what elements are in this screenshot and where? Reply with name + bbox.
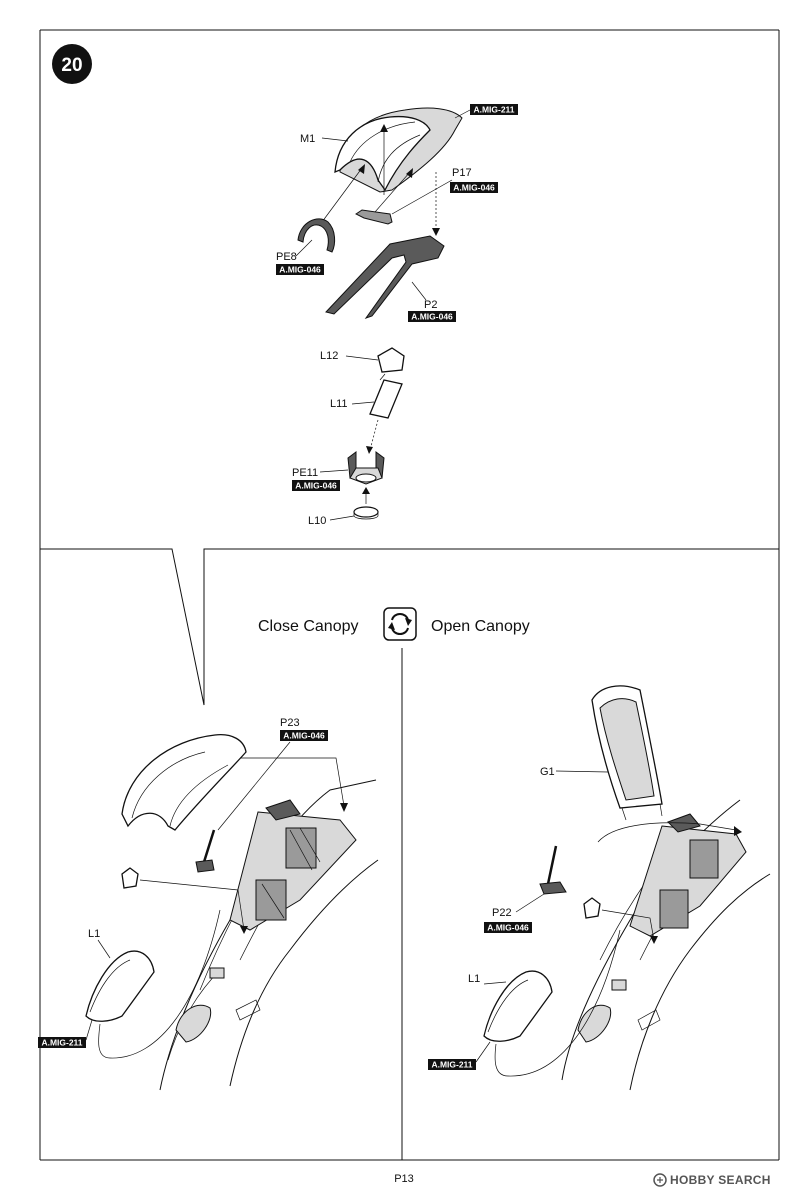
- leader-p23: [217, 741, 291, 831]
- option-close-canopy: Close Canopy: [258, 618, 359, 635]
- arrowhead-p23-install: [340, 803, 348, 812]
- leader-l1-right: [483, 981, 507, 985]
- part-l11: [369, 379, 403, 419]
- arrow-l12-l11: [379, 373, 386, 381]
- paint-tag-p2-bg: [408, 311, 456, 322]
- label-pe8: PE8: [276, 251, 297, 263]
- paint-tag-p17-bg: [450, 182, 498, 193]
- label-p17: P17: [452, 167, 472, 179]
- arrow-seat-right: [601, 909, 655, 941]
- paint-tag-p22: A.MIG-046: [487, 923, 529, 933]
- canopy-open-left: [121, 734, 247, 831]
- label-p23: P23: [280, 717, 300, 729]
- guide-l1-left: [98, 909, 221, 1059]
- leader-l10: [329, 515, 355, 521]
- paint-tag-p23-bg: [280, 730, 328, 741]
- leader-g1: [555, 770, 609, 773]
- leader-m1: [321, 137, 349, 142]
- arrow-p23-install: [240, 757, 345, 807]
- canopy-raised-right: [591, 685, 663, 821]
- page-number: P13: [394, 1173, 414, 1185]
- paint-tag-l1-left: A.MIG-211: [41, 1038, 82, 1048]
- arrowhead-p17-m1: [406, 168, 413, 178]
- arrowhead-seat-left: [240, 926, 248, 934]
- watermark-logo: [653, 1173, 667, 1187]
- label-l1-right: L1: [468, 973, 480, 985]
- guide-l1-right: [494, 929, 621, 1077]
- label-g1: G1: [540, 766, 555, 778]
- paint-tag-pe8-bg: [276, 264, 324, 275]
- leader-p2: [411, 281, 427, 301]
- part-l1-right: [483, 970, 553, 1042]
- canopy-m1: [334, 107, 463, 193]
- paint-tag-m1: A.MIG-211: [473, 105, 514, 115]
- label-m1: M1: [300, 133, 315, 145]
- arrowhead-m1-up: [380, 124, 388, 132]
- cockpit-tub-left: [229, 799, 357, 931]
- leader-pe8: [295, 239, 313, 257]
- part-seat-cushion-right: [583, 897, 601, 919]
- leader-l1-right-paint: [475, 1041, 491, 1063]
- paint-tag-pe8: A.MIG-046: [279, 265, 321, 275]
- leader-m1-paint: [454, 109, 471, 119]
- arrowhead-p2-down: [432, 228, 440, 236]
- arrowhead-l11-pe11: [366, 446, 373, 454]
- step-number: 20: [61, 55, 82, 76]
- part-l10: [353, 506, 379, 520]
- paint-tag-pe11: A.MIG-046: [295, 481, 337, 491]
- leader-l11: [351, 401, 375, 405]
- label-pe11: PE11: [292, 467, 318, 479]
- step-badge: 20: [52, 44, 92, 84]
- leader-pe11: [319, 469, 349, 473]
- paint-tag-l1-left-bg: [38, 1037, 86, 1048]
- label-p2: P2: [424, 299, 437, 311]
- label-p22: P22: [492, 907, 512, 919]
- arrow-l11-pe11: [369, 419, 379, 451]
- arrowhead-canopy-right: [734, 826, 742, 836]
- callout-frame-left: [40, 548, 779, 706]
- arrowhead-seat-right: [650, 936, 658, 944]
- paint-tag-p22-bg: [484, 922, 532, 933]
- part-l12: [377, 347, 405, 373]
- paint-tag-p2: A.MIG-046: [411, 312, 453, 322]
- option-open-canopy: Open Canopy: [431, 618, 530, 635]
- paint-tag-p23: A.MIG-046: [283, 731, 325, 741]
- label-l1-left: L1: [88, 928, 100, 940]
- arrowhead-pe8-m1: [358, 164, 365, 174]
- leader-l1-left: [97, 939, 111, 959]
- guide-canopy-right: [597, 822, 737, 843]
- label-l10: L10: [308, 515, 326, 527]
- part-p22: [539, 845, 567, 895]
- part-seat-cushion-left: [121, 867, 139, 889]
- leader-p22: [515, 893, 545, 913]
- arrow-pe8-m1: [321, 167, 363, 223]
- arrow-seat-left: [139, 879, 245, 931]
- paint-tag-l1-right: A.MIG-211: [431, 1060, 472, 1070]
- paint-tag-p17: A.MIG-046: [453, 183, 495, 193]
- watermark-text: HOBBY SEARCH: [670, 1173, 771, 1187]
- part-pe11: [347, 451, 385, 485]
- part-pe8: [297, 218, 336, 253]
- leader-l1-left-paint: [85, 1019, 93, 1041]
- arrowhead-l10-up: [362, 487, 370, 494]
- part-p23: [195, 829, 216, 873]
- paint-tag-m1-bg: [470, 104, 518, 115]
- part-p17: [355, 209, 393, 225]
- leader-l12: [345, 355, 379, 361]
- part-l1-left: [85, 950, 155, 1022]
- arrow-p17-m1: [374, 171, 411, 213]
- paint-tag-pe11-bg: [292, 480, 340, 491]
- paint-tag-l1-right-bg: [428, 1059, 476, 1070]
- option-toggle-icon: [383, 607, 417, 641]
- leader-p17: [391, 179, 453, 215]
- label-l11: L11: [330, 398, 348, 410]
- label-l12: L12: [320, 350, 338, 362]
- part-p2: [325, 235, 445, 319]
